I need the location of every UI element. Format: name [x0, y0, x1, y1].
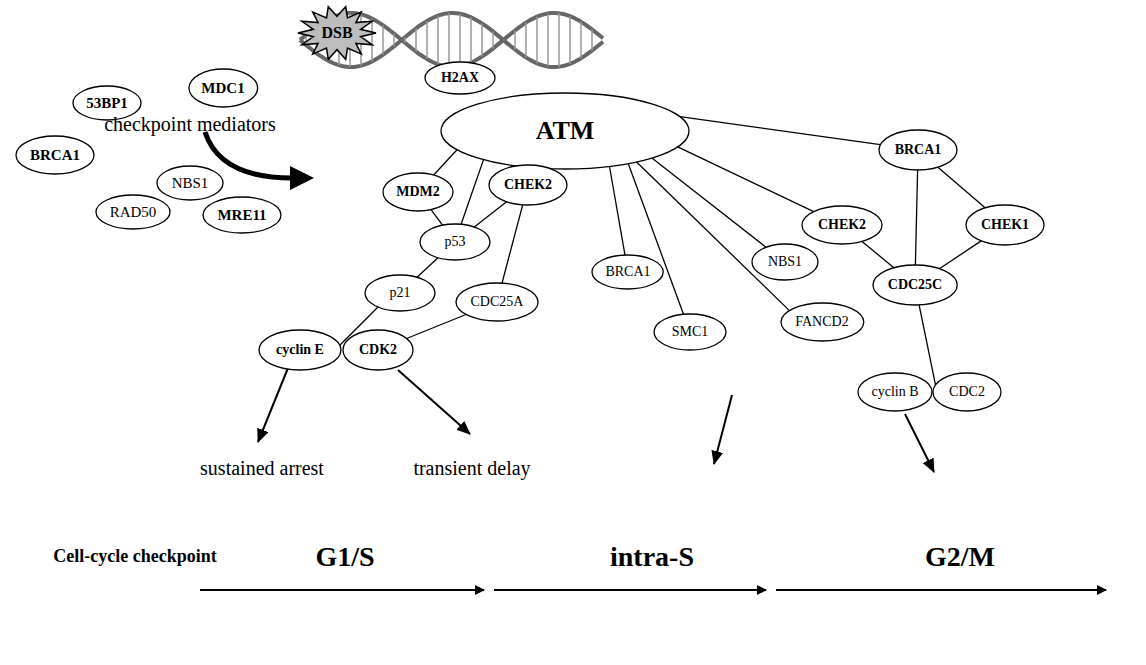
- node-label: ATM: [536, 117, 595, 146]
- node-label: BRCA1: [605, 264, 650, 279]
- interaction-line: [434, 150, 457, 175]
- outcome-arrow: [398, 370, 470, 434]
- interaction-line: [652, 158, 766, 247]
- phase-label: G1/S: [315, 542, 374, 573]
- node-label: CDC25C: [888, 277, 942, 292]
- interaction-line: [938, 167, 985, 208]
- interaction-line: [474, 202, 506, 227]
- protein-ellipse: FANCD2: [780, 302, 865, 342]
- node-label: RAD50: [110, 204, 157, 221]
- histone-marker: H2AX: [424, 61, 496, 95]
- node-label: MDM2: [396, 184, 440, 199]
- interaction-line: [610, 167, 626, 256]
- protein-ellipse: cyclin B: [857, 372, 933, 412]
- node-label: CDC25A: [471, 294, 524, 309]
- annotation-label: transient delay: [413, 457, 530, 479]
- node-label: DSB: [321, 24, 352, 42]
- node-label: cyclin B: [871, 384, 918, 399]
- mediator-protein: BRCA1: [15, 135, 95, 175]
- protein-ellipse: BRCA1: [878, 129, 958, 171]
- protein-ellipse: BRCA1: [591, 254, 664, 290]
- timeline-arrow: [200, 589, 484, 591]
- interaction-line: [407, 315, 466, 339]
- node-label: H2AX: [441, 70, 479, 85]
- phase-label: intra-S: [610, 542, 694, 573]
- protein-ellipse: CDK2: [342, 329, 414, 371]
- mediator-protein: RAD50: [95, 194, 171, 230]
- interaction-line: [431, 210, 443, 226]
- protein-ellipse: CHEK2: [488, 164, 568, 206]
- node-label: NBS1: [172, 175, 209, 192]
- node-label: CHEK2: [504, 177, 552, 192]
- mediator-arrow: [205, 132, 292, 178]
- mediator-arrowhead: [290, 166, 314, 190]
- outcome-arrow: [714, 395, 732, 464]
- protein-ellipse: SMC1: [653, 313, 727, 351]
- outcome-arrow: [258, 368, 288, 442]
- node-label: MRE11: [217, 207, 266, 224]
- interaction-line: [939, 241, 981, 269]
- protein-ellipse: CDC25C: [872, 264, 958, 306]
- node-label: CDC2: [949, 384, 985, 399]
- protein-ellipse: CHEK1: [965, 204, 1045, 246]
- protein-ellipse: CHEK2: [801, 205, 883, 245]
- node-label: p21: [390, 285, 411, 300]
- annotation-label: sustained arrest: [200, 457, 324, 479]
- node-label: p53: [445, 234, 466, 249]
- node-label: MDC1: [201, 80, 244, 97]
- node-label: BRCA1: [30, 147, 80, 164]
- interaction-line: [628, 164, 683, 315]
- interaction-line: [417, 258, 438, 278]
- interaction-line: [678, 147, 814, 212]
- node-label: cyclin E: [276, 342, 324, 357]
- interaction-line: [915, 170, 917, 265]
- protein-ellipse: NBS1: [751, 243, 819, 281]
- node-label: 53BP1: [86, 95, 128, 112]
- annotation-label: checkpoint mediators: [104, 113, 276, 135]
- node-label: BRCA1: [895, 142, 942, 157]
- node-label: NBS1: [768, 254, 802, 269]
- outcome-arrow: [905, 414, 934, 472]
- timeline-arrow: [776, 589, 1106, 591]
- interaction-line: [502, 205, 523, 283]
- mediator-protein: MDC1: [188, 68, 259, 108]
- node-label: CHEK1: [981, 217, 1029, 232]
- protein-ellipse: CDC2: [932, 372, 1002, 412]
- timeline-arrow: [494, 589, 766, 591]
- interaction-line: [680, 117, 881, 145]
- kinase-hub: ATM: [440, 92, 690, 170]
- protein-ellipse: MDM2: [382, 172, 454, 212]
- node-label: FANCD2: [795, 314, 848, 329]
- interaction-line: [862, 242, 894, 268]
- protein-ellipse: p21: [364, 274, 436, 312]
- node-label: SMC1: [672, 324, 709, 339]
- protein-ellipse: p53: [419, 223, 491, 261]
- mediator-protein: NBS1: [156, 165, 224, 201]
- annotation-label: Cell-cycle checkpoint: [53, 547, 216, 567]
- protein-ellipse: CDC25A: [455, 282, 539, 322]
- break-burst: DSB: [297, 5, 377, 61]
- mediator-protein: MRE11: [202, 196, 282, 234]
- interaction-line: [919, 305, 935, 385]
- phase-label: G2/M: [925, 542, 995, 573]
- interaction-line: [461, 160, 483, 225]
- interaction-line: [637, 162, 790, 310]
- node-label: CHEK2: [818, 217, 866, 232]
- node-label: CDK2: [359, 342, 397, 357]
- protein-ellipse: cyclin E: [258, 329, 342, 371]
